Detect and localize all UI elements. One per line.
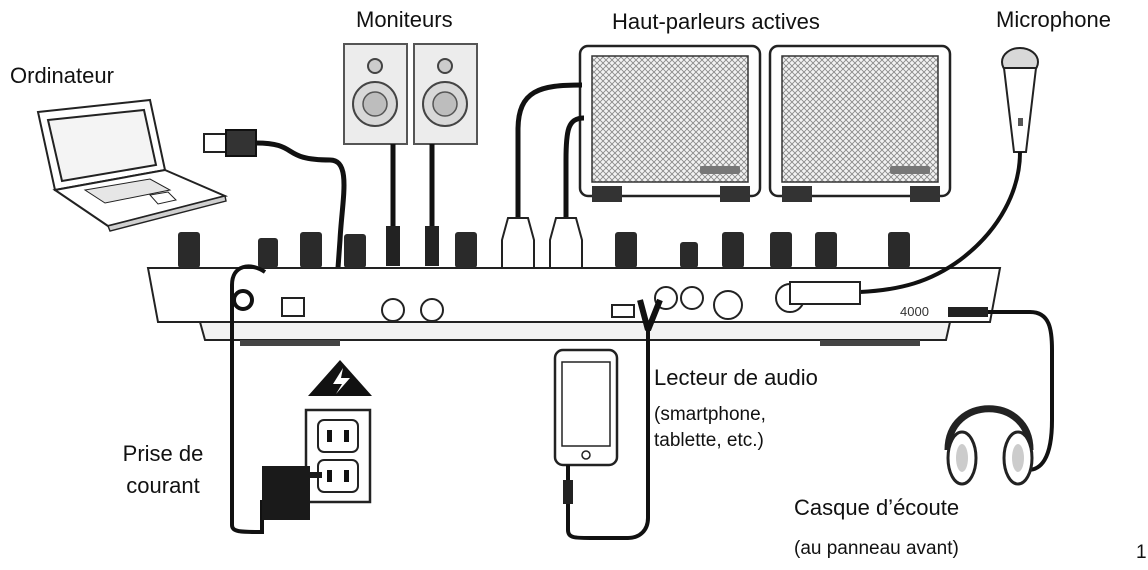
label-casque-sub: (au panneau avant) — [794, 538, 959, 559]
jack-plug-icon — [948, 307, 988, 317]
microphone-icon — [1001, 47, 1039, 153]
label-lecteur-line1: (smartphone, — [654, 404, 766, 425]
power-outlet-icon — [304, 408, 372, 504]
label-prise-line1: Prise de — [122, 441, 204, 466]
label-lecteur-title: Lecteur de audio — [654, 365, 818, 390]
audio-cable — [566, 330, 650, 540]
smartphone-icon — [553, 348, 619, 467]
label-ordinateur: Ordinateur — [10, 63, 114, 88]
mixer-model-text: 4000 — [900, 304, 929, 319]
microphone-cable — [859, 151, 1022, 294]
page-marker: 1 — [1136, 542, 1147, 563]
mixer-icon: 4000 — [146, 232, 1002, 346]
label-casque-title: Casque d’écoute — [794, 495, 960, 520]
label-prise-line2: courant — [126, 473, 200, 498]
power-adapter-icon — [262, 466, 322, 520]
usb-plug-icon — [203, 129, 257, 157]
xlr-plug-icon — [789, 281, 861, 305]
speaker-cable-right — [563, 115, 585, 220]
jack-plug-icon — [386, 226, 400, 266]
active-speaker-icon — [578, 44, 952, 202]
speaker-cable-left — [515, 82, 583, 220]
laptop-icon — [36, 98, 229, 232]
studio-monitor-icon — [343, 43, 478, 145]
warning-lightning-icon — [308, 360, 372, 396]
headphones-icon — [944, 405, 1034, 486]
label-moniteurs: Moniteurs — [356, 7, 453, 32]
usb-cable — [255, 140, 347, 269]
label-haut-parleurs: Haut-parleurs actives — [612, 9, 820, 34]
jack-plug-icon — [425, 226, 439, 266]
power-cable — [230, 264, 267, 535]
label-lecteur-line2: tablette, etc.) — [654, 430, 764, 451]
headphone-cable — [948, 310, 1054, 472]
jack-plug-icon — [563, 480, 573, 504]
label-microphone: Microphone — [996, 7, 1111, 32]
